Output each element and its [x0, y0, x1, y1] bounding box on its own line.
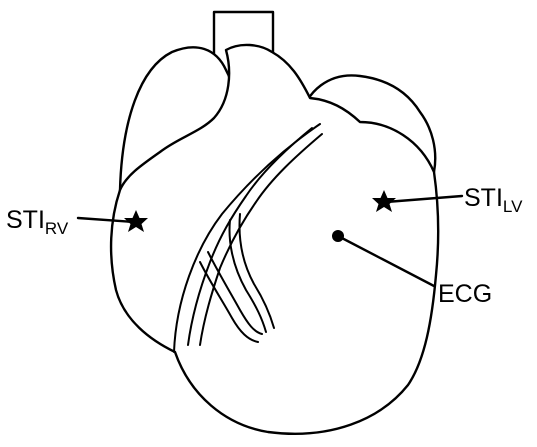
sti-lv-label: STILV [464, 186, 522, 215]
ecg-label: ECG [438, 282, 492, 307]
sti-rv-label: STIRV [6, 208, 68, 237]
sti-lv-label-main: STI [464, 184, 503, 212]
ecg-label-text: ECG [438, 280, 492, 308]
ecg-dot-marker [332, 230, 344, 242]
sti-rv-label-main: STI [6, 206, 45, 234]
sti-lv-label-sub: LV [503, 197, 523, 216]
sti-rv-label-sub: RV [45, 219, 68, 238]
